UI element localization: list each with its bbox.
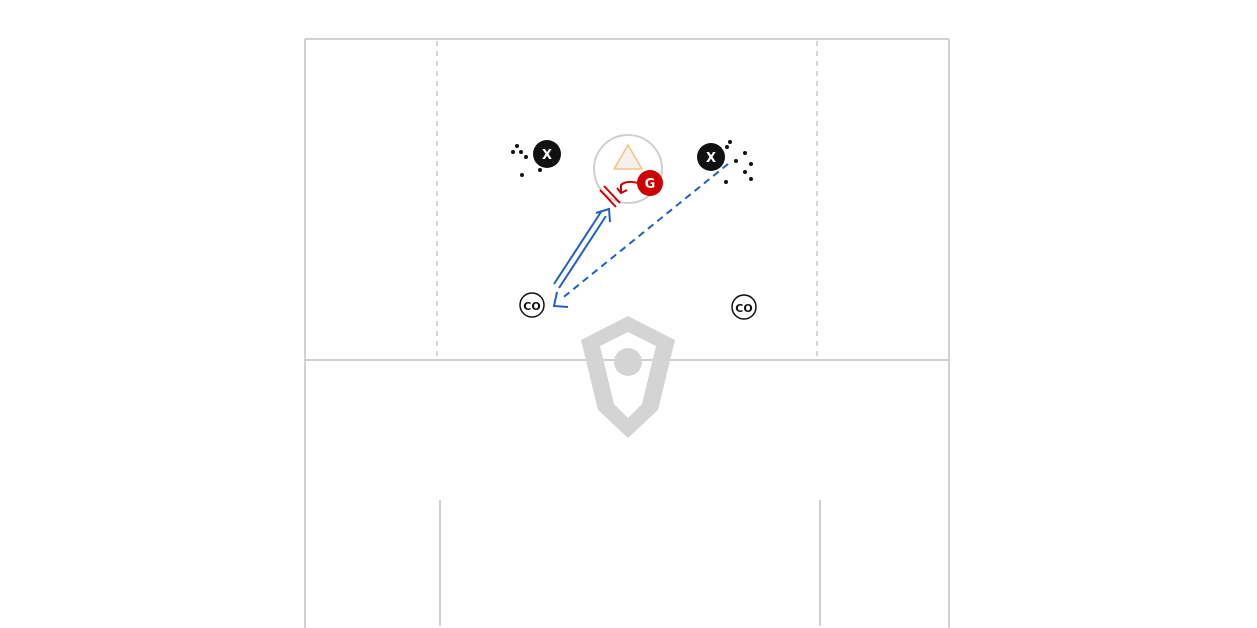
ball-icon	[538, 168, 542, 172]
pass-arrowhead	[552, 291, 569, 308]
goalie-stick-mark	[603, 185, 621, 204]
attacker-marker	[697, 143, 725, 171]
crease-circle	[593, 134, 663, 204]
goalie-marker	[637, 170, 663, 196]
lacrosse-logo-icon	[581, 316, 675, 438]
goal-cone-icon	[612, 143, 644, 170]
goalie: G	[599, 170, 663, 208]
coach-marker	[519, 292, 545, 318]
attacker-right: X	[697, 143, 725, 171]
attacker-label: X	[706, 151, 716, 166]
ball-pile-right	[724, 140, 753, 184]
ball-icon	[749, 177, 753, 181]
pass-to-goal	[553, 207, 611, 289]
pass-from-attacker	[552, 163, 729, 308]
goalie-stick-mark	[599, 189, 617, 208]
ball-icon	[728, 140, 732, 144]
ball-icon	[520, 173, 524, 177]
goal-crease	[593, 134, 663, 204]
ball-icon	[515, 144, 519, 148]
ball-icon	[724, 180, 728, 184]
coach-left: CO	[519, 292, 545, 318]
ball-icon	[743, 170, 747, 174]
pass-line	[553, 211, 602, 285]
ball-icon	[749, 162, 753, 166]
pass-arrowhead	[595, 207, 611, 223]
goalie-movement-arrow	[616, 180, 639, 195]
pass-line	[558, 215, 607, 289]
coach-marker	[731, 294, 757, 320]
field-lines	[304, 38, 950, 628]
ball-icon	[524, 155, 528, 159]
coach-label: CO	[735, 302, 752, 315]
goalie-label: G	[645, 177, 656, 192]
ball-icon	[511, 150, 515, 154]
coach-label: CO	[523, 300, 540, 313]
pass-line-dashed	[559, 163, 729, 301]
ball-icon	[519, 150, 523, 154]
ball-icon	[734, 159, 738, 163]
attacker-marker	[533, 140, 561, 168]
ball-icon	[725, 145, 729, 149]
coach-right: CO	[731, 294, 757, 320]
attacker-left: X	[533, 140, 561, 168]
ball-icon	[743, 151, 747, 155]
attacker-label: X	[542, 148, 552, 163]
